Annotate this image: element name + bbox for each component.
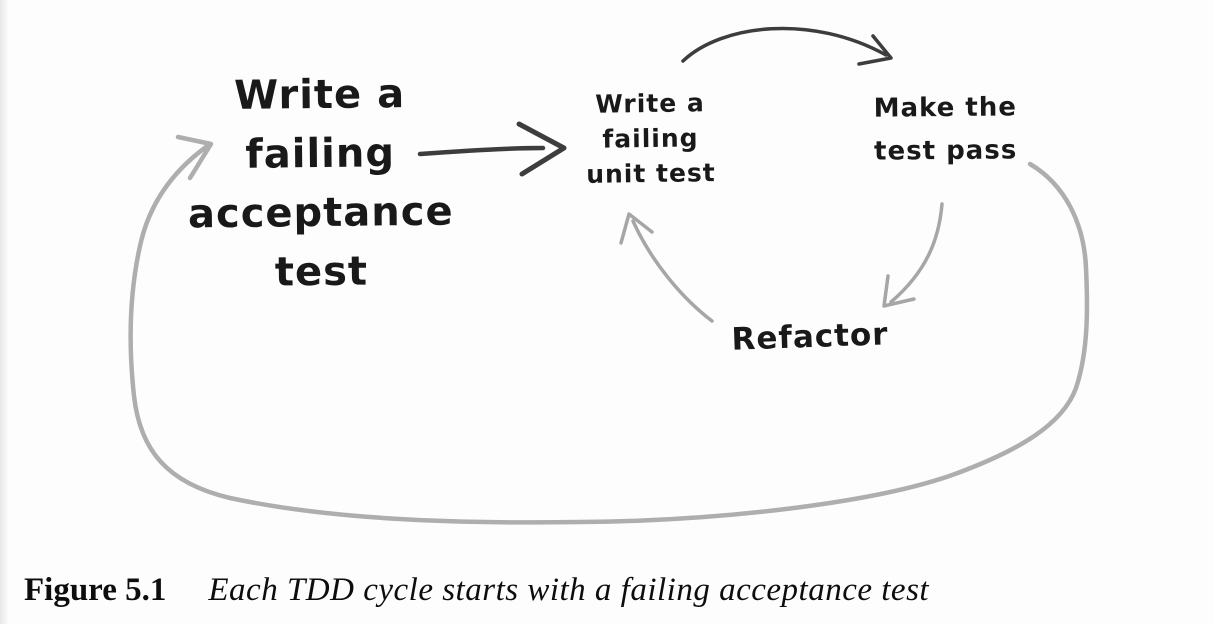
figure-caption-number: Figure 5.1 (24, 572, 167, 608)
node-write-failing-unit-test: Write a failing unit test (562, 85, 738, 192)
edge-unit-to-pass (681, 26, 893, 66)
outer-loop-curve (128, 144, 1090, 525)
node-text-line: Refactor (730, 316, 890, 358)
edge-acceptance-to-unit (417, 121, 567, 177)
figure-caption: Figure 5.1 Each TDD cycle starts with a f… (24, 572, 1204, 609)
node-write-failing-acceptance-test: Write a failing acceptance test (167, 64, 474, 303)
node-refactor: Refactor (729, 314, 890, 360)
node-make-the-test-pass: Make the test pass (858, 86, 1034, 174)
refactor-to-unit-arrowhead-icon (619, 212, 654, 245)
node-text-line: test (274, 248, 369, 296)
node-text-line: unit test (586, 158, 716, 189)
node-text-line: Make the (873, 92, 1018, 124)
unit-to-pass-arrowhead-icon (857, 34, 893, 66)
edge-pass-to-refactor (882, 202, 944, 308)
node-text-line: Write a (233, 71, 406, 119)
node-text-line: Write a (595, 88, 705, 119)
outer-loop-arrowhead-icon (175, 134, 214, 181)
straight-arrow-arrowhead-icon (516, 121, 567, 177)
node-text-line: test pass (873, 135, 1018, 167)
node-text-line: failing (245, 130, 396, 178)
pass-to-refactor-curve (889, 202, 944, 304)
edge-refactor-to-unit (619, 212, 714, 323)
node-text-line: failing (602, 123, 699, 154)
figure-caption-text: Each TDD cycle starts with a failing acc… (208, 572, 930, 608)
page-edge-shadow (0, 0, 9, 624)
straight-arrow-shaft (417, 145, 546, 157)
pass-to-refactor-arrowhead-icon (882, 274, 916, 308)
refactor-to-unit-curve (631, 219, 714, 323)
node-text-line: acceptance (187, 188, 454, 238)
edge-outer-loop (128, 134, 1090, 525)
unit-to-pass-curve (681, 26, 888, 63)
